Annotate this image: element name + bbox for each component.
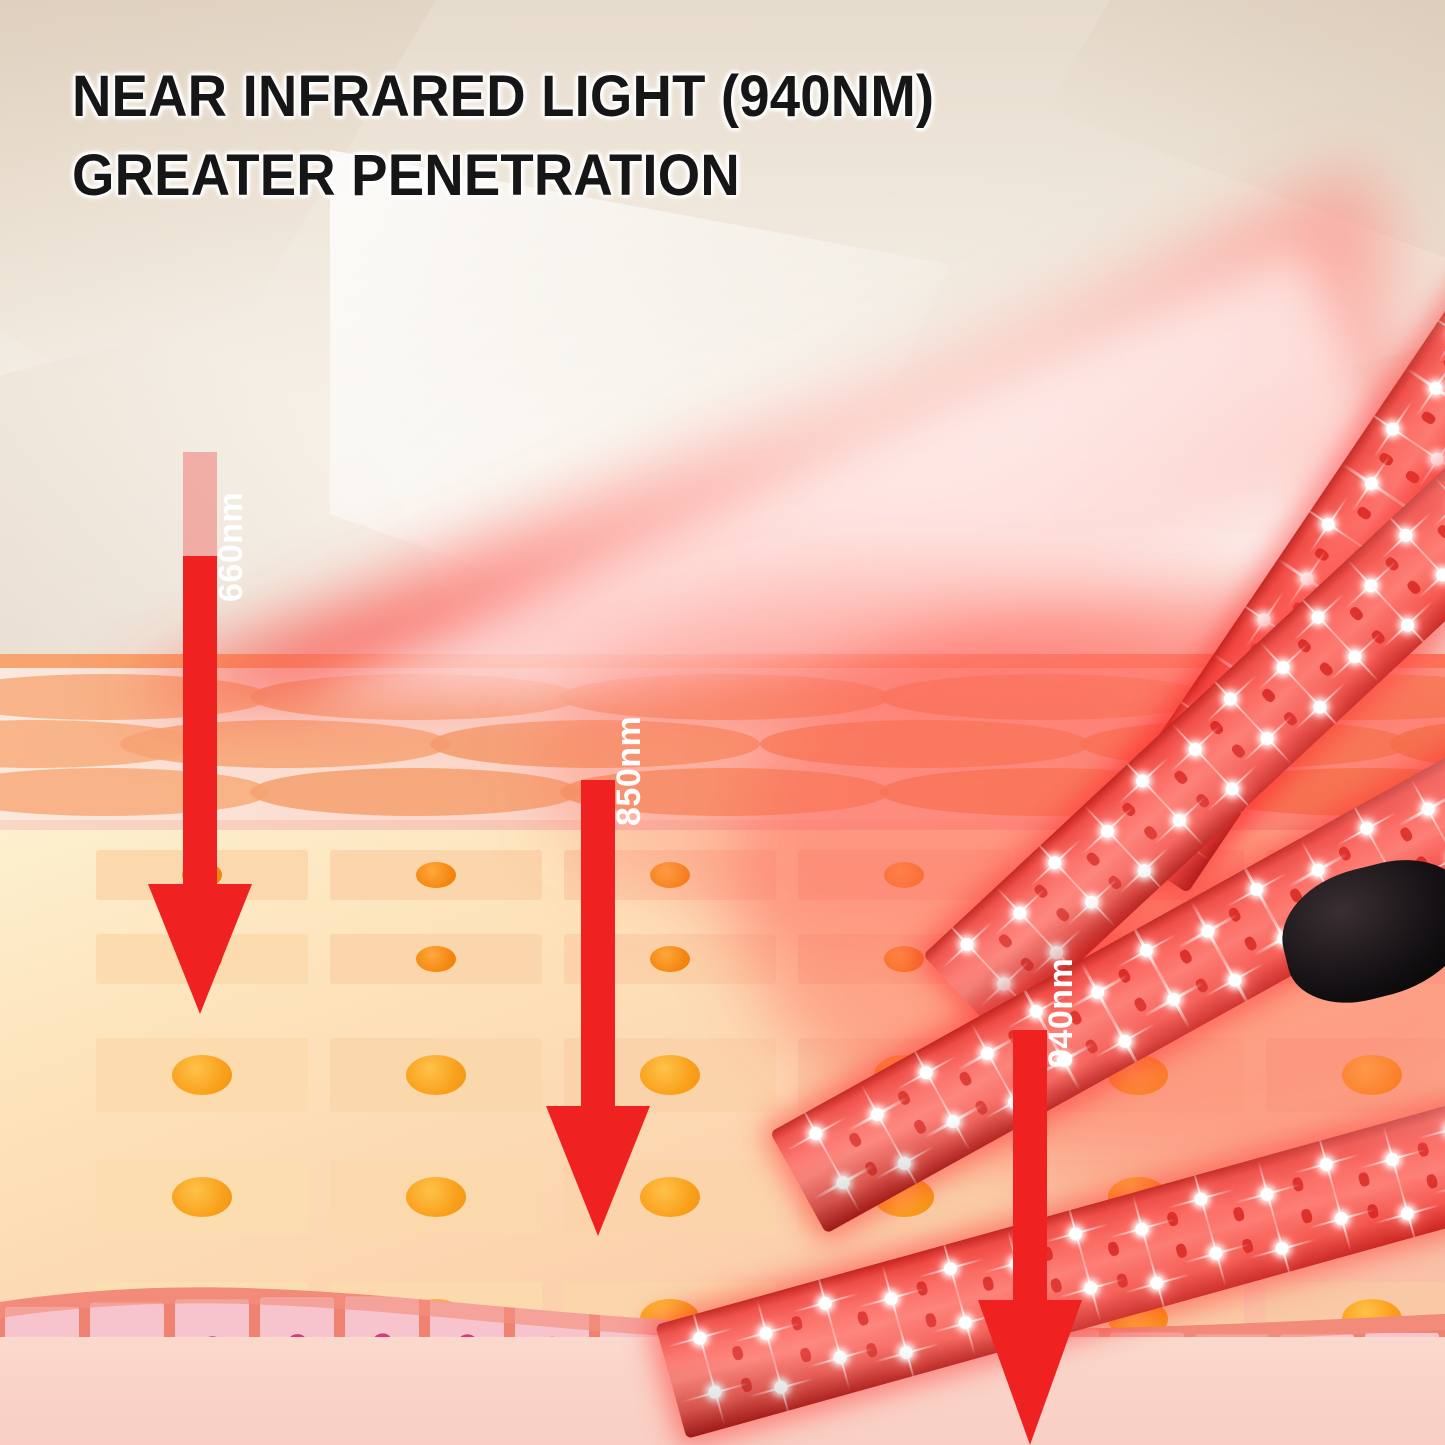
dermis-cell xyxy=(330,934,542,984)
dermis-cell-nucleus xyxy=(416,862,456,888)
epidermis-cell xyxy=(250,768,580,816)
penetration-arrow-940nm: 940nm xyxy=(978,958,1082,1445)
dermis-cell-nucleus xyxy=(406,1055,466,1095)
arrow-shaft xyxy=(183,556,217,884)
dermis-cell xyxy=(96,1038,308,1112)
dermis-cell-nucleus xyxy=(172,1055,232,1095)
arrow-head xyxy=(978,1300,1082,1445)
title-line-1: NEAR INFRARED LIGHT (940NM) xyxy=(72,64,935,129)
title-line-2: GREATER PENETRATION xyxy=(72,142,740,208)
dermis-cell xyxy=(330,1038,542,1112)
dermis-cell xyxy=(330,1160,542,1234)
dermis-cell-nucleus xyxy=(640,1177,700,1217)
dermis-cell-nucleus xyxy=(640,1055,700,1095)
arrow-head xyxy=(546,1106,650,1236)
dermis-cell xyxy=(96,1160,308,1234)
penetration-arrow-850nm: 850nm xyxy=(546,715,650,1236)
epidermis-cell xyxy=(120,720,450,768)
dermis-cell xyxy=(330,850,542,900)
arrow-head xyxy=(148,884,252,1014)
arrow-label: 940nm xyxy=(1041,957,1080,1068)
dermis-cell-nucleus xyxy=(406,1177,466,1217)
arrow-label: 660nm xyxy=(211,491,250,602)
arrow-shaft-above-skin-660nm xyxy=(183,452,217,562)
arrow-shaft xyxy=(1013,1030,1047,1300)
dermis-cell-nucleus xyxy=(416,946,456,972)
dermis-cell-nucleus xyxy=(172,1177,232,1217)
arrow-label: 850nm xyxy=(609,715,648,826)
dermis-cell-nucleus xyxy=(650,946,690,972)
arrow-shaft xyxy=(581,780,615,1106)
penetration-arrow-660nm: 660nm xyxy=(148,492,252,1014)
page-title: NEAR INFRARED LIGHT (940NM) GREATER PENE… xyxy=(72,58,1021,216)
epidermis-cell xyxy=(0,768,270,816)
